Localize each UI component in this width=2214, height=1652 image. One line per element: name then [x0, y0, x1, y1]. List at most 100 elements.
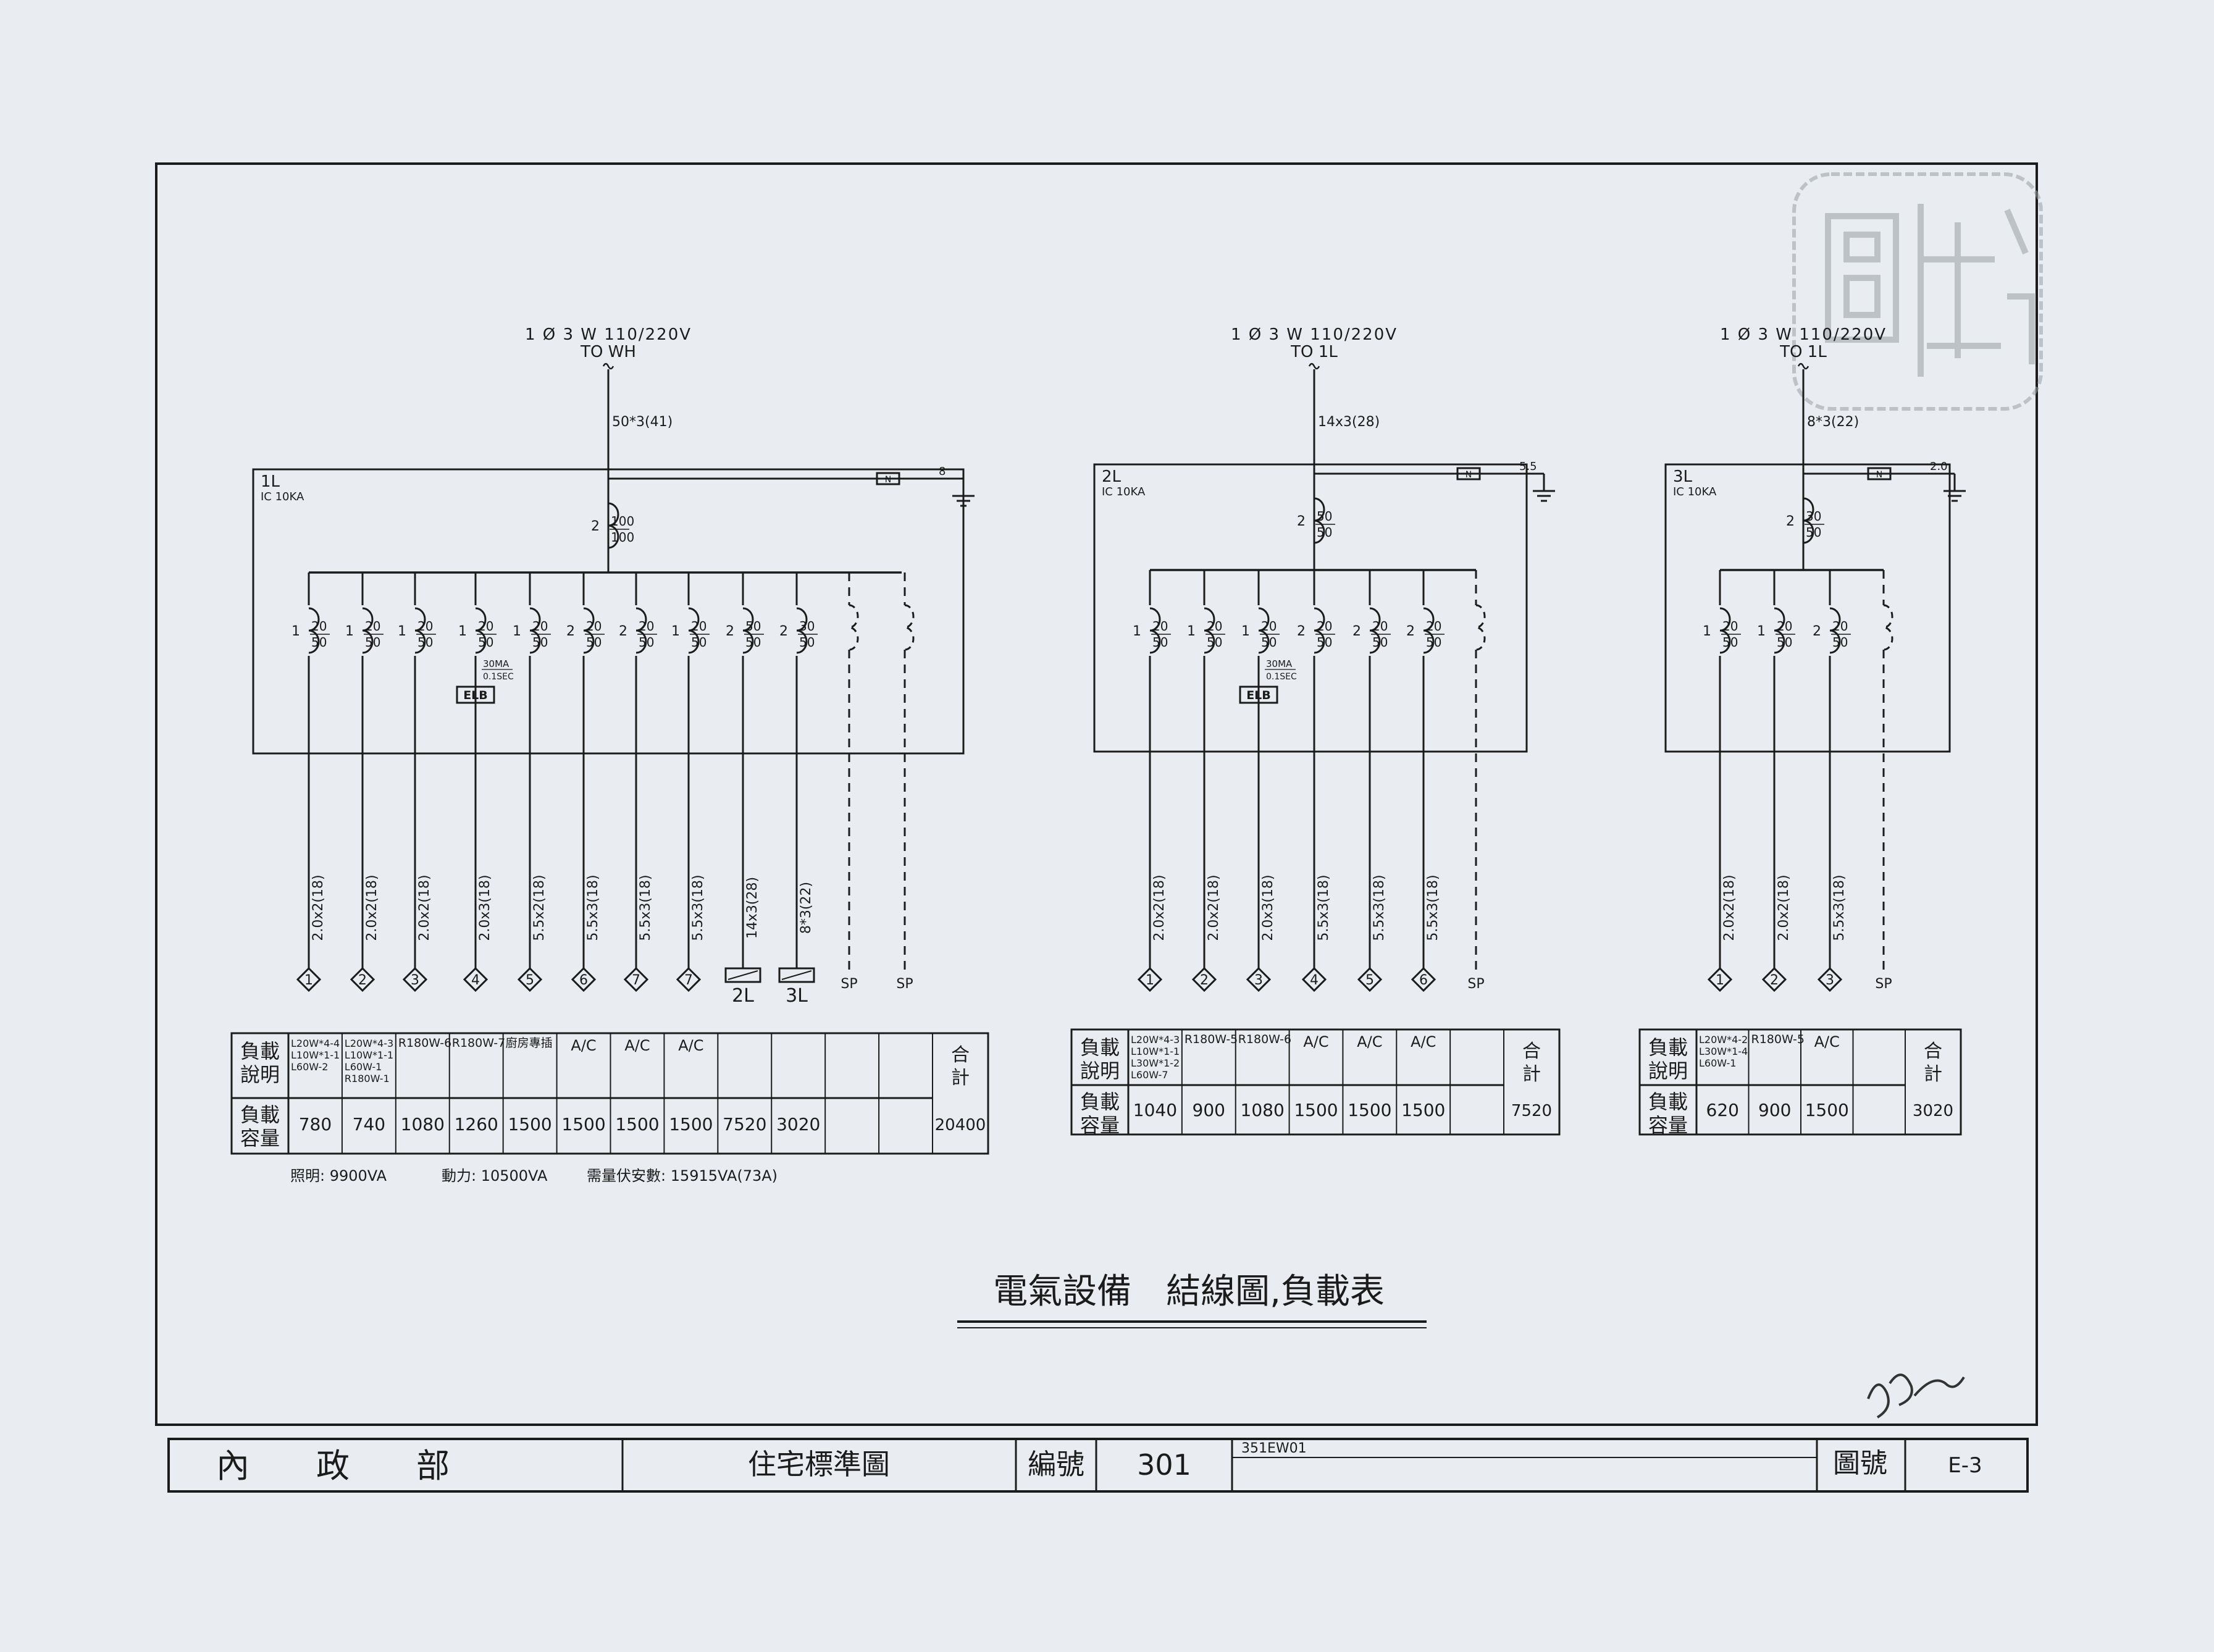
breaker-frame-rating: 50	[532, 635, 548, 650]
table-frame	[1070, 1028, 1561, 1136]
summary-lighting: 照明: 9900VA	[290, 1167, 387, 1184]
cable-size-label: 5.5x3(18)	[690, 874, 706, 941]
table-total-header-2: 計	[1924, 1063, 1942, 1085]
supply-spec: 1 Ø 3 W 110/220V	[1231, 325, 1398, 344]
breaker-arc	[1204, 607, 1215, 654]
panel-ic-rating: IC 10KA	[261, 490, 304, 503]
table-cap-header: 負載	[1648, 1090, 1688, 1113]
table-total-header: 合	[1924, 1041, 1942, 1062]
number-value: 301	[1137, 1448, 1191, 1482]
breaker-arc	[608, 502, 619, 549]
breaker-trip-rating: 50	[745, 619, 761, 634]
cable-size-label: 5.5x3(18)	[1372, 874, 1387, 941]
terminal-number: 1	[304, 973, 313, 988]
elb-time: 0.1SEC	[1266, 672, 1297, 682]
load-capacity: 1500	[508, 1114, 551, 1134]
supply-spec: 1 Ø 3 W 110/220V	[525, 325, 692, 344]
breaker-frame-rating: 50	[478, 635, 493, 650]
cable-size-label: 5.5x2(18)	[532, 874, 547, 941]
breaker-arc	[635, 607, 647, 654]
cable-size-label: 2.0x3(18)	[1260, 874, 1276, 941]
cable-size-label: 2.0x2(18)	[1206, 874, 1222, 941]
load-description: R180W-5	[1751, 1033, 1805, 1046]
table-desc-header-2: 說明	[240, 1063, 280, 1086]
spare-breaker-arc	[1883, 604, 1893, 651]
breaker-trip-rating: 30	[1806, 509, 1821, 524]
table-cap-header: 負載	[240, 1103, 280, 1126]
load-description: L30W*1-4	[1699, 1046, 1748, 1057]
table-desc-header-2: 說明	[1648, 1059, 1688, 1083]
breaker-frame-rating: 50	[745, 635, 761, 650]
circuit-terminal-diamond	[350, 966, 375, 992]
terminal-number: 3	[1826, 973, 1834, 988]
load-capacity: 1500	[561, 1114, 605, 1134]
breaker-poles: 1	[345, 624, 354, 639]
neutral-label: N	[1876, 470, 1882, 480]
neutral-block	[876, 472, 900, 485]
breaker-trip-rating: 20	[1261, 619, 1277, 634]
breaker-frame-rating: 50	[1832, 635, 1848, 650]
breaker-frame-rating: 50	[1722, 635, 1738, 650]
breaker-poles: 2	[1406, 624, 1415, 639]
load-description: L60W-2	[291, 1061, 328, 1073]
breaker-trip-rating: 20	[417, 619, 433, 634]
load-capacity: 1500	[1805, 1100, 1849, 1120]
panel-enclosure	[252, 468, 965, 755]
load-capacity: 1500	[1294, 1100, 1338, 1120]
supply-source: TO WH	[580, 343, 636, 361]
breaker-frame-rating: 50	[691, 635, 707, 650]
load-description: A/C	[678, 1037, 703, 1054]
cable-size-label: 2.0x2(18)	[1152, 874, 1167, 941]
terminal-number: 6	[1419, 973, 1428, 988]
circuit-terminal-diamond	[623, 966, 649, 992]
breaker-frame-rating: 50	[1372, 635, 1388, 650]
cable-size-label: 2.0x2(18)	[364, 874, 380, 941]
terminal-label: SP	[1467, 976, 1484, 992]
cable-size-label: 5.5x3(18)	[638, 874, 653, 941]
elb-sensitivity: 30MA	[1266, 658, 1293, 669]
terminal-number: 7	[684, 973, 693, 988]
load-description: 廚房專插	[506, 1036, 553, 1050]
breaker-trip-rating: 100	[611, 514, 634, 529]
cable-size-label: 8*3(22)	[799, 882, 814, 934]
load-table-3L: 負載說明負載容量合計L20W*4-2L30W*1-4L60W-1620R180W…	[1638, 1028, 1962, 1137]
load-description: L20W*4-2	[1699, 1034, 1748, 1046]
breaker-poles: 2	[1786, 514, 1795, 529]
drawing-code: 351EW01	[1241, 1441, 1307, 1456]
breaker-arc	[1774, 607, 1785, 654]
panel-name: 3L	[1673, 468, 1693, 486]
terminal-number: 5	[526, 973, 534, 988]
breaker-arc	[583, 607, 595, 654]
table-total-header-2: 計	[1522, 1063, 1541, 1085]
breaker-poles: 2	[591, 519, 600, 534]
sheet-label: 圖號	[1833, 1448, 1887, 1479]
breaker-poles: 1	[1757, 624, 1766, 639]
load-description: L20W*4-3	[1131, 1034, 1180, 1046]
cable-size-label: 2.0x2(18)	[311, 874, 326, 941]
branch-circuit-11: SP	[841, 572, 859, 992]
summary-power: 動力: 10500VA	[442, 1167, 548, 1184]
breaker-frame-rating: 50	[1426, 635, 1441, 650]
circuit-terminal-diamond	[1817, 966, 1843, 992]
neutral-label: N	[1466, 470, 1472, 480]
terminal-number: 5	[1365, 973, 1374, 988]
